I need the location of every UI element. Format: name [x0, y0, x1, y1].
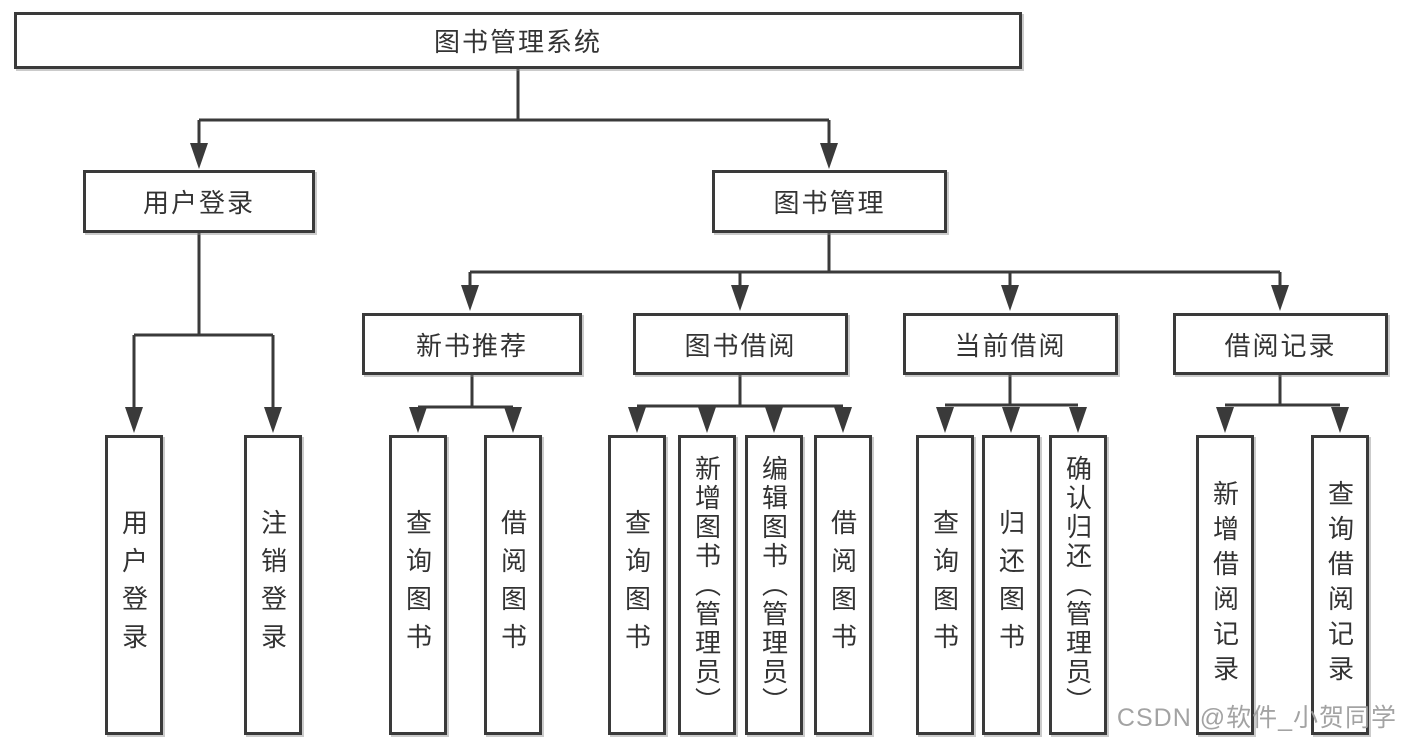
node-book-management: 图书管理 — [712, 170, 947, 233]
connector-newbook-to-leaves — [418, 373, 513, 409]
leaf-borrow-books-recommend: 借阅图书 — [484, 435, 542, 735]
connector-bookborrow-to-leaves — [637, 373, 843, 408]
leaf-query-books-current: 查询图书 — [916, 435, 974, 735]
node-root-library-system: 图书管理系统 — [14, 12, 1022, 69]
node-user-login: 用户登录 — [83, 170, 315, 233]
leaf-query-borrow-record: 查询借阅记录 — [1311, 435, 1369, 735]
node-book-borrowing: 图书借阅 — [633, 313, 848, 375]
connector-bookmgmt-to-level3 — [468, 233, 1282, 288]
node-current-borrowing: 当前借阅 — [903, 313, 1118, 375]
connector-userlogin-to-leaves — [132, 233, 275, 410]
leaf-borrow-books: 借阅图书 — [814, 435, 872, 735]
csdn-watermark: CSDN @软件_小贺同学 — [1116, 704, 1397, 732]
leaf-confirm-return-admin: 确认归还（管理员） — [1049, 435, 1107, 735]
leaf-add-borrow-record: 新增借阅记录 — [1196, 435, 1254, 735]
leaf-add-books-admin: 新增图书（管理员） — [678, 435, 736, 735]
node-new-book-recommend: 新书推荐 — [362, 313, 582, 375]
connector-currentborrow-to-leaves — [945, 373, 1078, 407]
arrowheads — [125, 143, 1349, 433]
leaf-edit-books-admin: 编辑图书（管理员） — [745, 435, 803, 735]
node-borrowing-records: 借阅记录 — [1173, 313, 1388, 375]
leaf-user-login: 用户登录 — [105, 435, 163, 735]
leaf-logout: 注销登录 — [244, 435, 302, 735]
leaf-query-books-borrow: 查询图书 — [608, 435, 666, 735]
leaf-query-books-recommend: 查询图书 — [389, 435, 447, 735]
leaf-return-books: 归还图书 — [982, 435, 1040, 735]
connector-borrowrecord-to-leaves — [1225, 373, 1340, 407]
connector-root-to-level2 — [197, 69, 831, 146]
